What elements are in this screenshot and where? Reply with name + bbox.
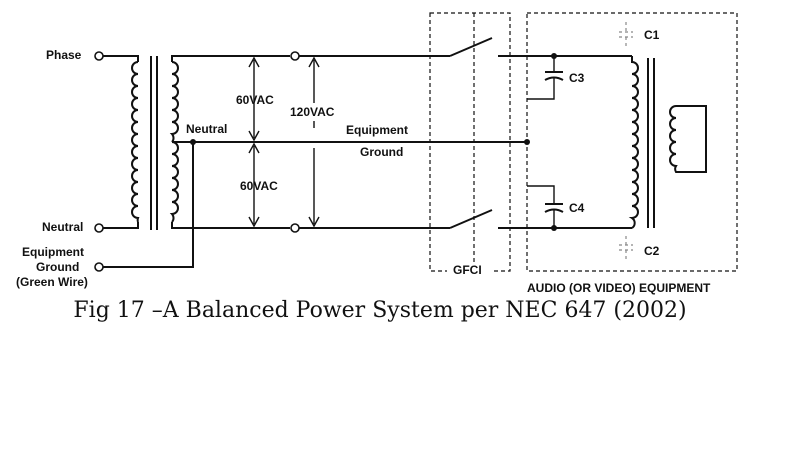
- voltage-label-total: 120VAC: [290, 105, 335, 119]
- equipment-transformer-primary: [628, 56, 639, 229]
- equipment-ground-left-label-1: Equipment: [22, 245, 84, 259]
- c4-label: C4: [569, 201, 585, 215]
- capacitor-c4: [527, 185, 564, 228]
- gfci-label-bg: [447, 262, 493, 276]
- hot-line-top: [171, 55, 290, 62]
- phase-label: Phase: [46, 48, 82, 62]
- top-outlet-terminal: [290, 51, 300, 61]
- c1-label: C1: [644, 28, 660, 42]
- neutral-left-label: Neutral: [42, 220, 83, 234]
- voltage-arrow-total: [308, 56, 320, 228]
- voltage-arrow-bottom: [248, 142, 260, 228]
- primary-top-lead: [103, 55, 139, 62]
- equipment-box-label: AUDIO (OR VIDEO) EQUIPMENT: [527, 281, 711, 295]
- equipment-transformer-secondary: [669, 105, 707, 173]
- ground-entry-node: [524, 139, 530, 145]
- equipment-ground-left-label-3: (Green Wire): [16, 275, 88, 289]
- voltage-label-top: 60VAC: [236, 93, 274, 107]
- capacitor-c1: [619, 22, 633, 48]
- transformer-primary-coil: [131, 61, 140, 223]
- gfci-switch-bottom: [449, 209, 493, 229]
- voltage-label-bottom: 60VAC: [240, 179, 278, 193]
- ground-wire: [103, 142, 194, 268]
- capacitor-c3: [527, 56, 564, 100]
- equipment-ground-left-label-2: Ground: [36, 260, 79, 274]
- figure-caption: Fig 17 –A Balanced Power System per NEC …: [73, 298, 687, 323]
- voltage-arrow-top: [248, 56, 260, 142]
- gfci-label: GFCI: [453, 263, 482, 277]
- neutral-center-label: Neutral: [186, 122, 227, 136]
- equipment-ground-terminal: [94, 262, 104, 272]
- primary-bottom-lead: [103, 222, 139, 229]
- transformer-secondary-coil-bottom: [169, 141, 179, 223]
- hot-line-bottom: [171, 222, 290, 229]
- gfci-switch-top: [449, 37, 493, 57]
- balanced-power-diagram: Phase Neutral Equipment Ground (Green Wi…: [16, 12, 738, 295]
- phase-terminal: [94, 51, 104, 61]
- transformer-secondary-coil-top: [169, 61, 179, 143]
- neutral-left-terminal: [94, 223, 104, 233]
- capacitor-c2: [619, 236, 633, 262]
- equipment-ground-center-label-2: Ground: [360, 145, 403, 159]
- c3-label: C3: [569, 71, 585, 85]
- c2-label: C2: [644, 244, 660, 258]
- equipment-ground-center-label-1: Equipment: [346, 123, 408, 137]
- bottom-outlet-terminal: [290, 223, 300, 233]
